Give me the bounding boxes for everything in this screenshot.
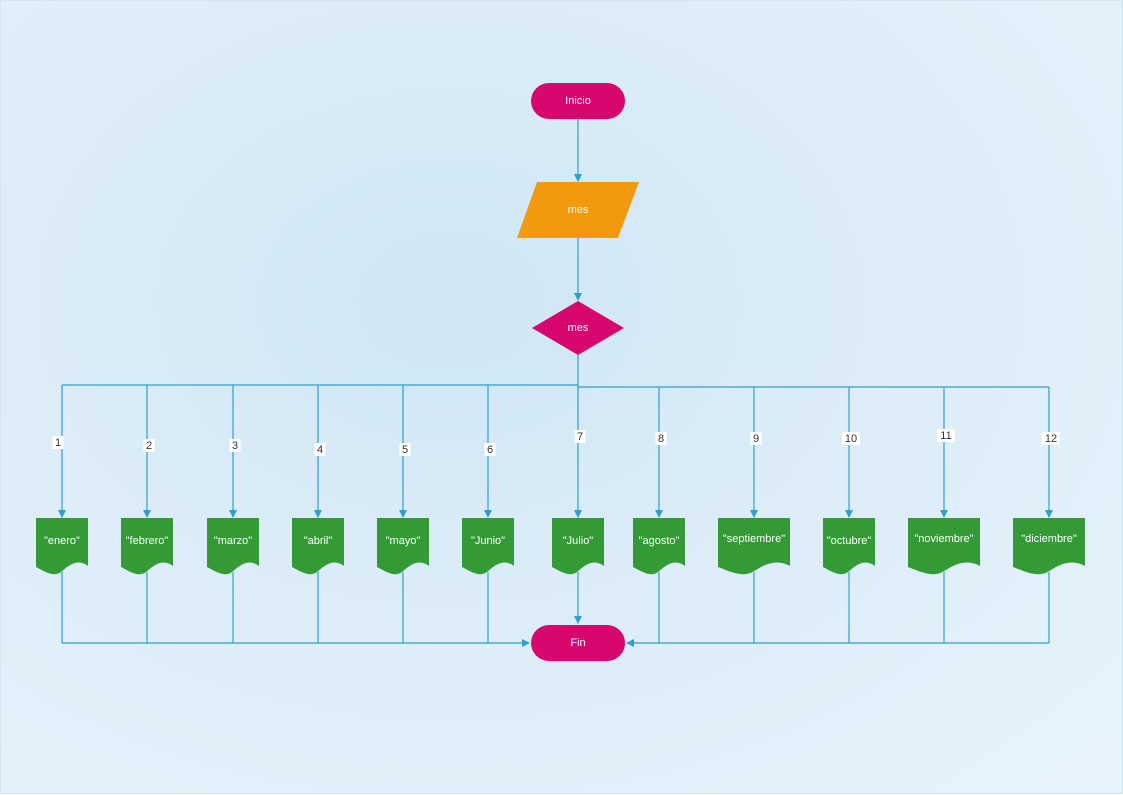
case-label-background xyxy=(655,432,667,445)
output-label: "mayo" xyxy=(386,535,421,547)
case-label-text: 4 xyxy=(317,444,323,456)
case-label-text: 7 xyxy=(577,431,583,443)
case-label-2: 2 xyxy=(143,439,155,452)
output-shape xyxy=(718,518,790,575)
end-label: Fin xyxy=(570,637,585,649)
case-label-12: 12 xyxy=(1042,432,1060,445)
case-label-background xyxy=(314,443,326,456)
case-label-background xyxy=(229,439,241,452)
start-shape xyxy=(531,83,625,119)
output-node-2[interactable]: "febrero" xyxy=(121,518,173,575)
case-label-4: 4 xyxy=(314,443,326,456)
case-label-background xyxy=(842,432,860,445)
input-shape xyxy=(517,182,639,238)
output-shape xyxy=(552,518,604,575)
output-node-6[interactable]: "Junio" xyxy=(462,518,514,575)
input-label: mes xyxy=(568,204,589,216)
output-node-8[interactable]: "agosto" xyxy=(633,518,685,575)
case-label-text: 2 xyxy=(146,440,152,452)
case-label-background xyxy=(143,439,155,452)
case-label-6: 6 xyxy=(484,443,496,456)
case-label-background xyxy=(52,436,64,449)
case-label-11: 11 xyxy=(937,429,955,442)
input-node[interactable]: mes xyxy=(517,182,639,238)
output-node-11[interactable]: "noviembre" xyxy=(908,518,980,575)
output-shape xyxy=(1013,518,1085,575)
output-shape xyxy=(462,518,514,575)
output-node-10[interactable]: "octubre" xyxy=(823,518,875,575)
output-shape xyxy=(823,518,875,575)
output-label: "enero" xyxy=(44,535,80,547)
case-label-text: 9 xyxy=(753,433,759,445)
end-node[interactable]: Fin xyxy=(531,625,625,661)
case-label-text: 12 xyxy=(1045,433,1057,445)
decision-label: mes xyxy=(568,322,589,334)
output-node-12[interactable]: "diciembre" xyxy=(1013,518,1085,575)
output-label: "noviembre" xyxy=(914,533,973,545)
output-shape xyxy=(292,518,344,575)
output-label: "Junio" xyxy=(471,535,505,547)
case-label-7: 7 xyxy=(574,430,586,443)
case-label-background xyxy=(574,430,586,443)
case-label-background xyxy=(1042,432,1060,445)
output-shape xyxy=(633,518,685,575)
case-label-text: 8 xyxy=(658,433,664,445)
output-label: "marzo" xyxy=(214,535,252,547)
case-label-text: 6 xyxy=(487,444,493,456)
case-label-background xyxy=(937,429,955,442)
case-label-text: 11 xyxy=(940,430,951,442)
start-label: Inicio xyxy=(565,95,591,107)
output-node-1[interactable]: "enero" xyxy=(36,518,88,575)
case-label-8: 8 xyxy=(655,432,667,445)
output-label: "octubre" xyxy=(827,535,872,547)
output-shape xyxy=(121,518,173,575)
output-label: "febrero" xyxy=(126,535,169,547)
output-node-7[interactable]: "Julio" xyxy=(552,518,604,575)
start-node[interactable]: Inicio xyxy=(531,83,625,119)
case-label-text: 5 xyxy=(402,444,408,456)
end-shape xyxy=(531,625,625,661)
output-node-9[interactable]: "septiembre" xyxy=(718,518,790,575)
case-label-5: 5 xyxy=(399,443,411,456)
output-label: "diciembre" xyxy=(1021,533,1077,545)
case-label-background xyxy=(750,432,762,445)
output-nodes: "enero" "febrero" "marzo" "abril" "mayo" "Jun… xyxy=(36,518,1085,575)
case-label-background xyxy=(484,443,496,456)
case-label-background xyxy=(399,443,411,456)
case-label-10: 10 xyxy=(842,432,860,445)
output-label: "abril" xyxy=(304,535,333,547)
case-label-3: 3 xyxy=(229,439,241,452)
output-label: "septiembre" xyxy=(723,533,785,545)
decision-shape xyxy=(532,301,624,355)
case-label-text: 10 xyxy=(845,433,857,445)
output-label: "Julio" xyxy=(563,535,594,547)
output-label: "agosto" xyxy=(639,535,680,547)
case-label-1: 1 xyxy=(52,436,64,449)
case-label-9: 9 xyxy=(750,432,762,445)
output-shape xyxy=(377,518,429,575)
output-node-3[interactable]: "marzo" xyxy=(207,518,259,575)
output-shape xyxy=(908,518,980,575)
case-label-text: 3 xyxy=(232,440,238,452)
output-shape xyxy=(36,518,88,575)
output-shape xyxy=(207,518,259,575)
case-label-text: 1 xyxy=(55,437,61,449)
output-node-4[interactable]: "abril" xyxy=(292,518,344,575)
output-node-5[interactable]: "mayo" xyxy=(377,518,429,575)
decision-node[interactable]: mes xyxy=(532,301,624,355)
